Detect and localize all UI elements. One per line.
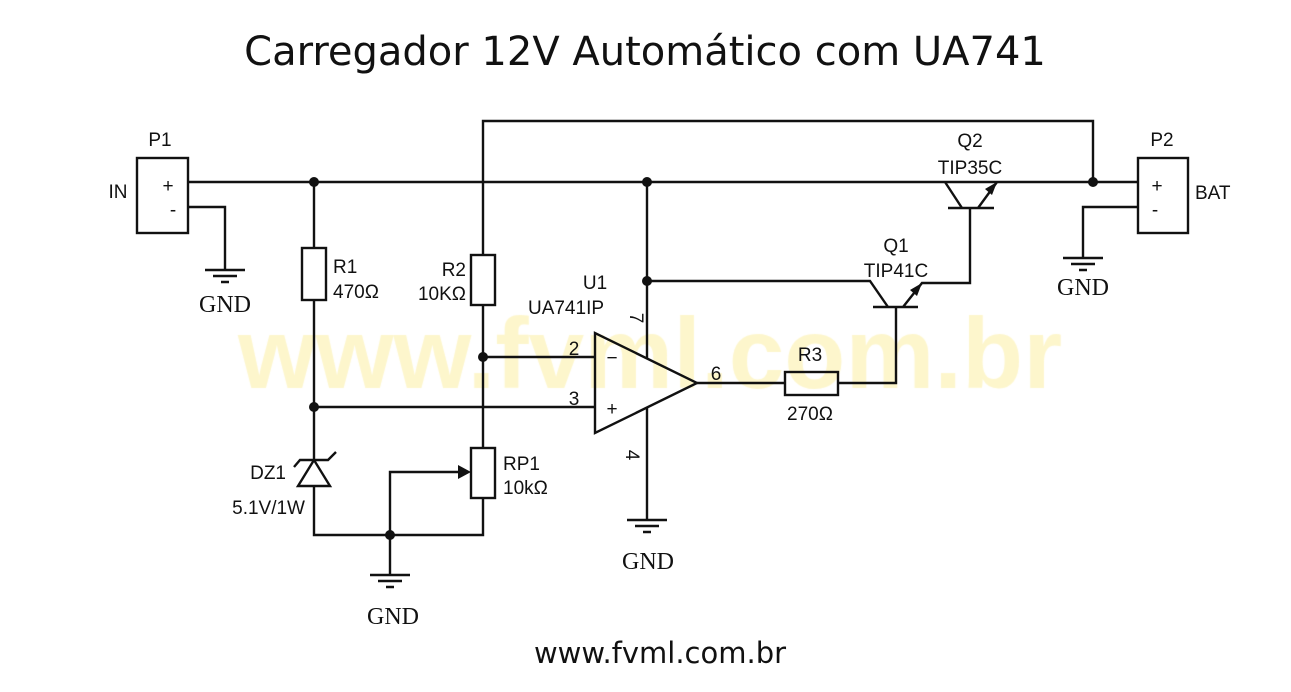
opamp-u1: U1 UA741IP 2 3 6 7 4 − + [528, 273, 721, 461]
svg-text:270Ω: 270Ω [787, 404, 833, 425]
transistor-q2: Q2 TIP35C [938, 131, 1002, 195]
svg-text:BAT: BAT [1195, 183, 1231, 204]
svg-text:−: − [606, 348, 617, 369]
svg-text:4: 4 [621, 450, 642, 461]
svg-text:P2: P2 [1150, 130, 1173, 151]
svg-text:U1: U1 [583, 273, 607, 294]
resistor-r3: R3 270Ω [783, 345, 840, 425]
svg-text:7: 7 [625, 313, 646, 324]
ground-zener [370, 573, 410, 589]
gnd-label-p2: GND [1057, 275, 1109, 301]
svg-text:UA741IP: UA741IP [528, 298, 604, 319]
svg-text:Q2: Q2 [957, 131, 982, 152]
ground-p1 [205, 268, 245, 284]
svg-text:RP1: RP1 [503, 454, 540, 475]
svg-text:R3: R3 [798, 345, 822, 366]
gnd-label-zener: GND [367, 604, 419, 630]
svg-text:R2: R2 [442, 260, 466, 281]
svg-text:-: - [1152, 200, 1158, 221]
svg-text:DZ1: DZ1 [250, 463, 286, 484]
svg-text:+: + [162, 176, 173, 197]
svg-text:+: + [1151, 176, 1162, 197]
footer-url: www.fvml.com.br [534, 636, 786, 670]
svg-text:2: 2 [569, 339, 580, 360]
svg-text:TIP41C: TIP41C [864, 261, 928, 282]
svg-text:5.1V/1W: 5.1V/1W [232, 498, 305, 519]
junctions [309, 177, 1098, 540]
gnd-label-opamp: GND [622, 549, 674, 575]
svg-text:3: 3 [569, 389, 580, 410]
svg-text:-: - [170, 200, 176, 221]
connector-p2: P2 BAT + - [1136, 130, 1231, 235]
svg-text:Q1: Q1 [883, 236, 908, 257]
svg-text:10KΩ: 10KΩ [418, 284, 466, 305]
svg-text:10kΩ: 10kΩ [503, 478, 548, 499]
ground-opamp [627, 518, 667, 534]
svg-text:470Ω: 470Ω [333, 282, 379, 303]
resistor-r1: R1 470Ω [300, 246, 379, 303]
svg-text:R1: R1 [333, 257, 357, 278]
svg-text:6: 6 [711, 364, 722, 385]
svg-text:+: + [606, 399, 617, 420]
resistor-r2: R2 10KΩ [418, 253, 497, 307]
ground-p2 [1063, 256, 1103, 272]
svg-text:IN: IN [109, 182, 128, 203]
wires [188, 119, 1138, 575]
svg-text:TIP35C: TIP35C [938, 158, 1002, 179]
connector-p1: P1 IN + - [109, 130, 190, 235]
potentiometer-rp1: RP1 10kΩ [458, 446, 548, 500]
page-title: Carregador 12V Automático com UA741 [244, 29, 1046, 75]
svg-text:P1: P1 [148, 130, 171, 151]
transistor-q1: Q1 TIP41C [864, 236, 928, 296]
gnd-label-p1: GND [199, 292, 251, 318]
zener-dz1: DZ1 5.1V/1W [232, 451, 337, 519]
